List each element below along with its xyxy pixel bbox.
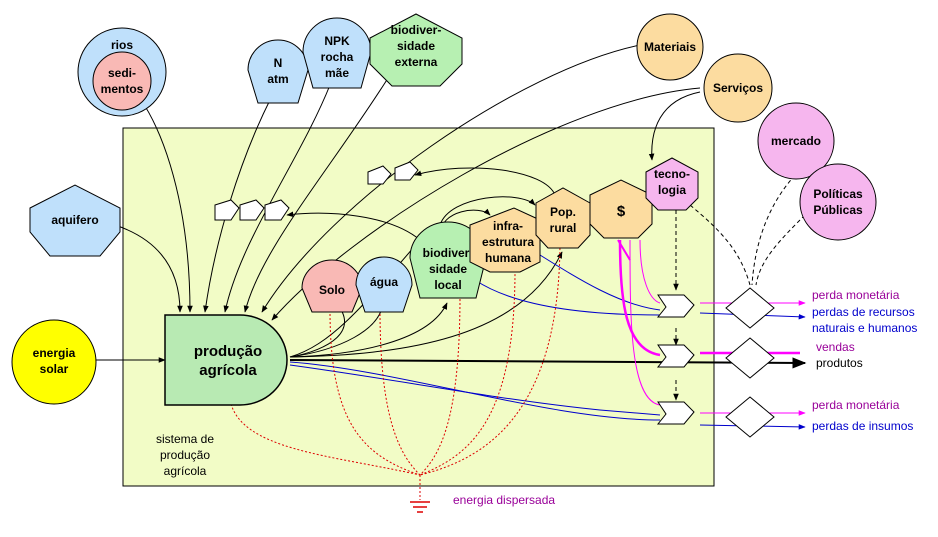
svg-text:biodiver-: biodiver- [391,23,442,37]
svg-text:água: água [370,275,398,289]
external-biodiversity-source: biodiver- sidade externa [369,13,463,87]
svg-text:Políticas: Políticas [813,187,863,201]
human-infrastructure-storage: infra- estrutura humana [469,207,541,273]
local-biodiversity-storage: biodiver- sidade local [409,221,487,299]
svg-text:Solo: Solo [319,283,345,297]
svg-text:infra-: infra- [493,219,523,233]
svg-text:agrícola: agrícola [199,362,257,379]
money-storage: $ [589,179,653,239]
transaction-1 [656,294,695,318]
solar-energy-source: energia solar [11,319,97,405]
svg-text:N: N [274,56,283,70]
materials-source: Materiais [636,13,704,81]
svg-text:rural: rural [550,221,577,235]
svg-text:logia: logia [658,183,686,197]
svg-text:mercado: mercado [771,134,821,148]
svg-text:externa: externa [395,55,438,69]
svg-text:Pop.: Pop. [550,205,576,219]
svg-text:mentos: mentos [101,82,144,96]
price-diamond-2 [725,337,775,379]
workgate-1 [214,199,240,221]
svg-text:aquifero: aquifero [51,213,98,227]
svg-text:produção: produção [160,448,210,462]
services-source: Serviços [703,53,773,123]
svg-text:agrícola: agrícola [164,464,207,478]
svg-text:biodiver-: biodiver- [423,246,474,260]
svg-text:sidade: sidade [397,39,435,53]
resource-loss-label: perdas de recursos [812,305,915,319]
rivers-source: rios sedi- mentos [77,27,167,117]
heat-flows [229,239,561,500]
workgate-4 [367,165,392,185]
resource-loss-label-2: naturais e humanos [812,321,917,335]
svg-text:estrutura: estrutura [482,235,534,249]
transaction-2 [656,344,695,368]
nitrogen-source: N atm [247,39,309,104]
dispersed-energy-label: energia dispersada [453,493,555,507]
svg-text:local: local [434,278,461,292]
input-loss-label: perdas de insumos [812,419,913,433]
workgate-3 [264,199,290,221]
workgate-5 [394,161,419,181]
svg-text:humana: humana [485,251,531,265]
monetary-loss-label-1: perda monetária [812,288,900,302]
blue-flows [289,254,806,430]
aquifer-source: aquifero [29,184,121,257]
transaction-3 [656,401,695,425]
agricultural-production-producer: produção agrícola [164,314,288,406]
svg-text:rocha: rocha [321,50,354,64]
svg-text:atm: atm [267,72,288,86]
svg-text:NPK: NPK [324,34,350,48]
svg-text:$: $ [617,203,626,220]
market-source: mercado [757,102,835,180]
sales-label: vendas [816,340,855,354]
technology-storage: tecno- logia [645,157,699,211]
work-gates [214,161,775,438]
svg-text:Públicas: Públicas [813,203,863,217]
svg-text:tecno-: tecno- [654,167,690,181]
output-labels: perda monetária perdas de recursos natur… [453,288,917,507]
heat-sink-icon [410,501,430,513]
price-diamond-3 [725,396,775,438]
svg-text:produção: produção [194,343,262,360]
public-policies-source: Políticas Públicas [799,163,877,241]
water-storage: água [355,256,413,313]
npk-source: NPK rocha mãe [302,17,372,89]
svg-text:rios: rios [111,38,133,52]
system-label: sistema de produção agrícola [156,432,214,478]
rural-population-storage: Pop. rural [535,187,591,249]
products-label: produtos [816,356,863,370]
svg-text:sistema de: sistema de [156,432,214,446]
svg-text:solar: solar [40,362,69,376]
svg-text:Serviços: Serviços [713,81,763,95]
svg-text:sidade: sidade [429,262,467,276]
sediments-source [92,51,152,111]
monetary-loss-label-2: perda monetária [812,398,900,412]
svg-text:energia: energia [33,346,76,360]
svg-text:Materiais: Materiais [644,40,696,54]
soil-storage: Solo [301,259,363,313]
dashed-flows [673,169,806,401]
svg-text:mãe: mãe [325,66,349,80]
price-diamond-1 [725,287,775,329]
svg-text:sedi-: sedi- [108,66,136,80]
workgate-2 [239,199,265,221]
